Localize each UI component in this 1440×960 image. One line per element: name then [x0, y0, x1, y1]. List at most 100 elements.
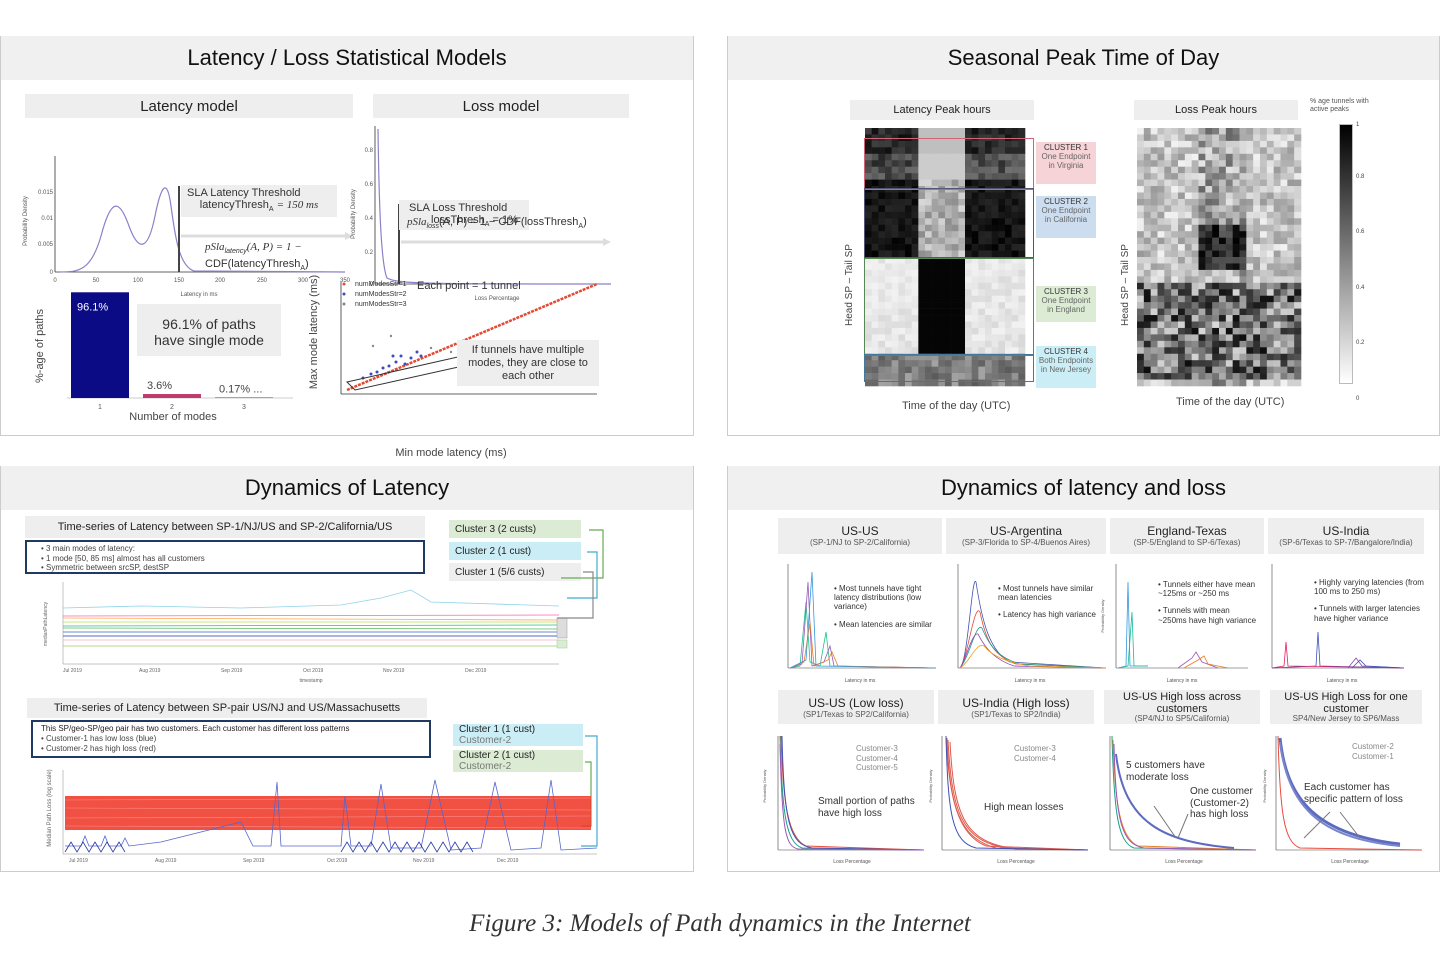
heatmap-cell [938, 218, 946, 226]
heatmap-cell [1164, 186, 1172, 193]
heatmap-cell [1280, 327, 1288, 335]
heatmap-cell [891, 128, 899, 135]
heatmap-cell [971, 263, 979, 271]
heatmap-cell [938, 373, 946, 380]
region-sub: (SP-3/Florida to SP-4/Buenos Aires) [961, 538, 1091, 548]
heatmap-cell [965, 353, 972, 361]
heatmap-cell [938, 224, 946, 232]
heatmap-cell [971, 373, 979, 380]
heatmap-cell [1219, 289, 1227, 296]
heatmap-cell [951, 198, 959, 206]
heatmap-cell [958, 321, 966, 329]
heatmap-cell [1018, 166, 1026, 174]
heatmap-cell [1280, 289, 1288, 296]
heatmap-cell [1157, 263, 1165, 271]
heatmap-cell [1198, 327, 1206, 335]
heatmap-cell [871, 211, 879, 219]
heatmap-cell [925, 257, 932, 264]
colorbar-tick: 0 [1356, 396, 1360, 402]
heatmap-cell [1005, 327, 1012, 335]
heatmap-cell [1205, 321, 1213, 329]
heatmap-cell [978, 282, 986, 290]
heatmap-cell [945, 340, 952, 348]
heatmap-cell [1232, 360, 1240, 367]
heatmap-cell [985, 244, 992, 251]
heatmap-cell [925, 276, 932, 284]
note-line: • Tunnels with mean ~250ms have high var… [1158, 606, 1257, 625]
lat-xlabel: Latency in ms [845, 678, 876, 684]
heatmap-cell [1005, 289, 1012, 296]
heatmap-cell [871, 218, 879, 226]
heatmap-cell [1198, 321, 1206, 329]
heatmap-cell [898, 198, 906, 206]
heatmap-cell [1164, 353, 1172, 361]
heatmap-cell [1205, 166, 1213, 174]
heatmap-cell [1157, 340, 1165, 348]
heatmap-cell [1150, 334, 1158, 342]
heatmap-cell [938, 237, 946, 245]
heatmap-cell [1280, 140, 1288, 148]
heatmap-cell [1219, 334, 1227, 342]
heatmap-cell [945, 360, 952, 367]
heatmap-cell [1150, 373, 1158, 380]
heatmap-cell [1137, 198, 1145, 206]
heatmap-cell [905, 302, 912, 309]
heatmap-cell [1232, 276, 1240, 284]
heatmap-cell [1143, 231, 1151, 238]
heatmap-cell [911, 276, 919, 284]
cluster-name: CLUSTER 3 [1043, 287, 1088, 296]
heatmap-cell [865, 128, 872, 135]
heatmap-cell [1011, 257, 1019, 264]
heatmap-cell [931, 295, 939, 303]
heatmap-cell [971, 128, 979, 135]
heatmap-cell [938, 250, 946, 258]
heatmap-cell [991, 282, 999, 290]
heatmap-cell [978, 198, 986, 206]
heatmap-cell [1143, 140, 1151, 148]
heatmap-cell [1273, 231, 1281, 238]
heatmap-cell [1150, 276, 1158, 284]
heatmap-cell [998, 205, 1006, 213]
heatmap-cell [918, 128, 926, 135]
heatmap-cell [1178, 244, 1186, 251]
heatmap-cell [898, 128, 906, 135]
heatmap-cell [1266, 218, 1274, 226]
heatmap-cell [1266, 128, 1274, 135]
heatmap-cell [1232, 218, 1240, 226]
heatmap-cell [998, 211, 1006, 219]
heatmap-cell [891, 276, 899, 284]
heatmap-cell [898, 257, 906, 264]
heatmap-cell [1225, 295, 1233, 303]
heatmap-cell [1178, 347, 1186, 355]
heatmap-cell [978, 308, 986, 316]
heatmap-cell [931, 257, 939, 264]
heatmap-cell [1143, 224, 1151, 232]
heatmap-cell [1287, 289, 1295, 296]
heatmap-cell [1164, 179, 1172, 187]
heatmap-cell [1150, 340, 1158, 348]
heatmap-cell [1164, 334, 1172, 342]
heatmap-cell [1232, 379, 1240, 387]
heatmap-cell [898, 160, 906, 167]
heatmap-cell [1198, 347, 1206, 355]
heatmap-cell [1225, 244, 1233, 251]
heatmap-cell [891, 366, 899, 374]
heatmap-cell [998, 282, 1006, 290]
heatmap-cell [918, 289, 926, 296]
heatmap-cell [1294, 231, 1302, 238]
heatmap-cell [1239, 315, 1247, 322]
heatmap-cell [1212, 192, 1220, 200]
legend-entry: Customer-4 [856, 753, 898, 763]
heatmap-cell [1212, 334, 1220, 342]
heatmap-cell [885, 128, 892, 135]
heatmap-cell [1164, 224, 1172, 232]
heatmap-cell [865, 140, 872, 148]
heatmap-cell [951, 353, 959, 361]
heatmap-cell [1164, 295, 1172, 303]
heatmap-cell [1191, 373, 1199, 380]
heatmap-cell [1157, 334, 1165, 342]
heatmap-cell [1219, 366, 1227, 374]
heatmap-cell [1005, 347, 1012, 355]
formula-rest: (A, P) = 1 − [246, 241, 302, 253]
heatmap-cell [1260, 327, 1268, 335]
